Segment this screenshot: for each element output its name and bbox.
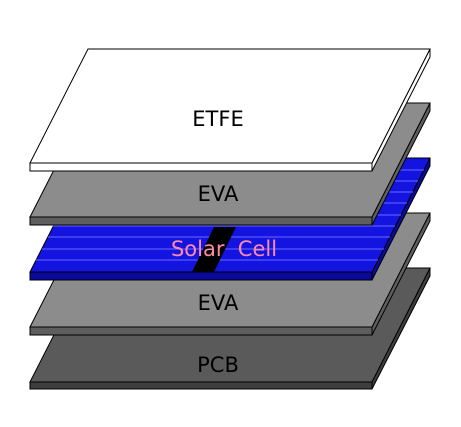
pcb-layer-side	[29, 381, 373, 390]
solar-cell-layer-side	[29, 271, 373, 281]
etfe-layer: ETFE	[29, 48, 431, 172]
eva-lower-layer-side	[29, 326, 373, 336]
solar-cell-gap	[192, 227, 236, 272]
eva-upper-layer-side	[29, 216, 373, 226]
etfe-layer-side	[29, 162, 373, 172]
eva-lower-layer-label: EVA	[198, 291, 239, 315]
etfe-layer-top	[29, 48, 431, 164]
etfe-layer-label: ETFE	[192, 107, 243, 131]
solar-cell-layer-label: Solar Cell	[171, 237, 277, 261]
eva-upper-layer-label: EVA	[198, 182, 239, 206]
pcb-layer-label: PCB	[197, 353, 239, 377]
